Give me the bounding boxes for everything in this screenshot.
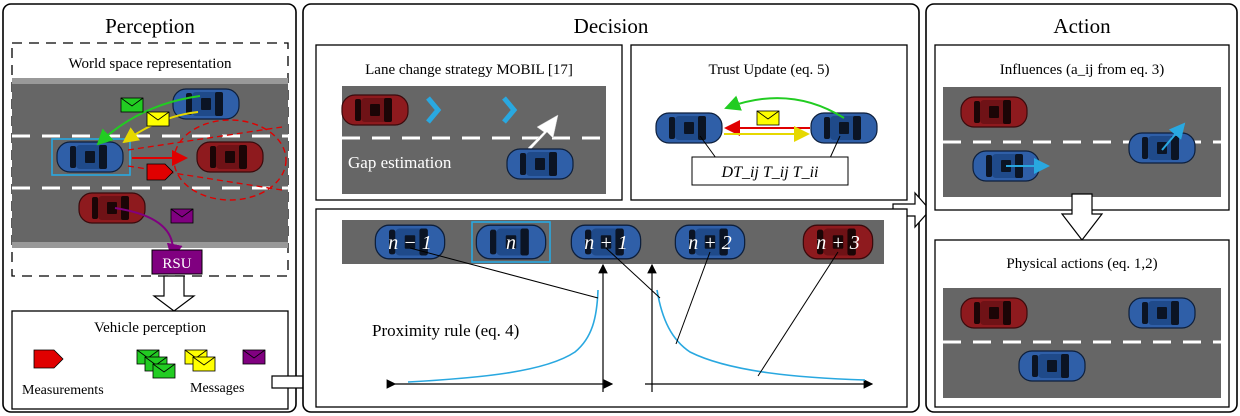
flow-arrow-down [1060, 193, 1104, 241]
chevron-right-icon [502, 96, 518, 124]
influence-arrow [1161, 122, 1186, 151]
lane-change-title: Lane change strategy MOBIL [17] [365, 62, 573, 78]
car-blue [655, 112, 723, 144]
green-message-legend-icon [152, 363, 176, 379]
trust-terms-label: DT_ij T_ij T_ii [721, 164, 819, 181]
physical-actions-title: Physical actions (eq. 1,2) [1006, 256, 1157, 272]
influences-title: Influences (a_ij from eq. 3) [1000, 62, 1165, 78]
car-red [960, 297, 1028, 329]
yellow-message-icon [146, 111, 170, 127]
sensing-range-edge [127, 126, 283, 151]
callout-line [409, 247, 599, 299]
rsu-box [151, 249, 203, 275]
rsu-label: RSU [162, 256, 191, 272]
car-blue [506, 148, 574, 180]
road-curb-bottom [12, 242, 288, 248]
measurement-legend-icon [33, 349, 64, 369]
purple-message-legend-icon [242, 349, 266, 365]
measurements-label: Measurements [22, 383, 104, 398]
green-message-icon [120, 97, 144, 113]
car-blue-ego [56, 141, 124, 173]
car-blue [1128, 132, 1196, 164]
messages-label: Messages [190, 381, 244, 396]
proximity-curve-right [656, 289, 866, 381]
vehicle-index-label: n + 1 [584, 232, 628, 254]
proximity-curve-left [407, 289, 599, 383]
ego-highlight [471, 221, 551, 263]
perception-title: Perception [105, 14, 195, 38]
trust-message-arrow [724, 95, 845, 119]
callout-line [699, 135, 717, 159]
callout-line [829, 135, 841, 159]
lane-change-arrow [527, 114, 559, 150]
trust-update-title: Trust Update (eq. 5) [708, 62, 829, 78]
decision-title: Decision [574, 14, 649, 38]
vehicle-index-label: n + 2 [688, 232, 732, 254]
vehicle-index-label: n [506, 232, 516, 254]
vehicle-index-label: n + 3 [816, 232, 860, 254]
vehicle-row: n − 1 n n + 1 n + 2 n + 3 [374, 224, 874, 260]
gap-estimation-label: Gap estimation [348, 153, 452, 172]
ego-highlight [51, 138, 131, 176]
v2v-message-arrow [96, 95, 201, 146]
vehicle-index-label: n − 1 [388, 232, 432, 254]
road-curb-top [12, 78, 288, 84]
action-title: Action [1053, 14, 1111, 38]
callout-line [675, 251, 711, 345]
trust-terms-box [691, 156, 849, 186]
world-space-title: World space representation [69, 56, 232, 72]
yellow-message-icon [756, 110, 780, 126]
car-red [960, 96, 1028, 128]
chevron-right-icon [426, 96, 442, 124]
car-blue [1018, 350, 1086, 382]
car-blue [1128, 297, 1196, 329]
car-red [341, 94, 409, 126]
vehicle-perception-title: Vehicle perception [94, 320, 207, 336]
measurement-icon [146, 163, 174, 181]
purple-message-icon [170, 208, 194, 224]
yellow-message-legend-icon [192, 356, 216, 372]
proximity-rule-label: Proximity rule (eq. 4) [372, 321, 519, 340]
flow-arrow-down [152, 275, 196, 312]
car-red [78, 192, 146, 224]
callout-line [757, 251, 839, 377]
car-red [196, 141, 264, 173]
callout-line [605, 247, 661, 299]
